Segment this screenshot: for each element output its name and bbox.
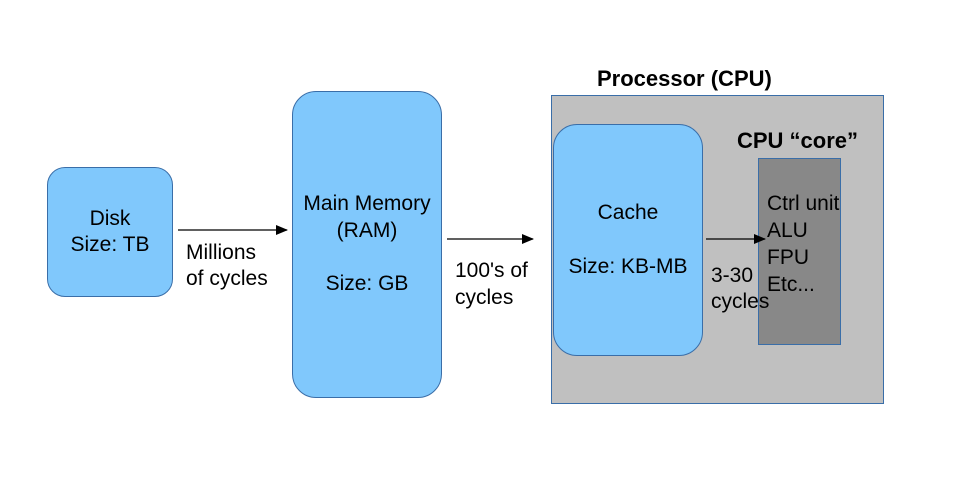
latency-ram-line2: cycles <box>455 286 514 309</box>
latency-cache-line2: cycles <box>711 290 770 313</box>
processor-title: Processor (CPU) <box>597 66 772 91</box>
disk-box <box>47 167 173 297</box>
core-item-fpu: FPU <box>767 246 809 269</box>
latency-ram-line1: 100's of <box>455 259 528 282</box>
main-memory-ram-label: (RAM) <box>336 219 398 242</box>
cache-box <box>553 124 703 356</box>
latency-disk-line2: of cycles <box>186 267 268 290</box>
cache-size: Size: KB-MB <box>568 255 688 278</box>
disk-label: Disk <box>89 207 131 230</box>
core-item-alu: ALU <box>767 219 808 242</box>
latency-disk-line1: Millions <box>186 241 257 264</box>
latency-cache-line1: 3-30 <box>711 264 754 287</box>
disk-size: Size: TB <box>70 233 150 256</box>
core-item-ctrl-unit: Ctrl unit <box>767 192 840 215</box>
cpu-core-box <box>758 158 841 345</box>
cache-label: Cache <box>597 201 659 224</box>
core-item-etc: Etc... <box>767 273 815 296</box>
cpu-core-title: CPU “core” <box>737 128 859 153</box>
main-memory-box <box>292 91 442 398</box>
main-memory-size: Size: GB <box>325 272 409 295</box>
main-memory-label: Main Memory <box>303 192 431 215</box>
